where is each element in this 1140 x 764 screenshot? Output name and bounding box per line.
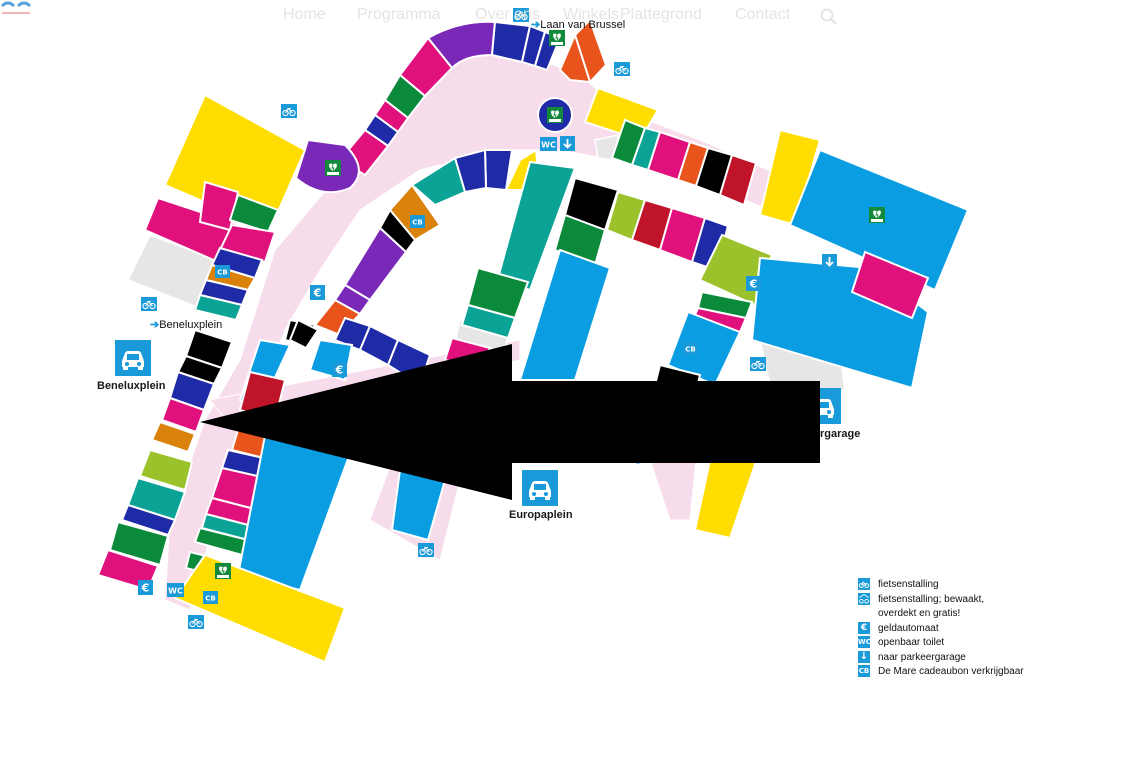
- legend-row: WC openbaar toilet: [858, 636, 1024, 651]
- laan-van-brussel-label[interactable]: ➔Laan van Brussel: [531, 19, 626, 31]
- legend-row: CB De Mare cadeaubon verkrijgbaar: [858, 665, 1024, 680]
- bike-icon: [858, 578, 870, 590]
- nav-item-contact[interactable]: Contact: [735, 6, 791, 23]
- aed-icon: [324, 159, 342, 177]
- cb-icon: [683, 342, 698, 355]
- euro-icon: [332, 362, 347, 377]
- legend-text: overdekt en gratis!: [878, 608, 961, 619]
- legend-row: ↓ naar parkeergarage: [858, 650, 1024, 666]
- nav-item-plattegrond[interactable]: Plattegrond: [620, 6, 702, 23]
- site-logo[interactable]: [0, 0, 40, 24]
- cb-icon: [203, 591, 218, 604]
- legend-row: € geldautomaat: [858, 621, 1024, 637]
- search-icon[interactable]: [820, 8, 838, 26]
- legend-text: De Mare cadeaubon verkrijgbaar: [878, 666, 1024, 677]
- store-blocks: [96, 18, 970, 664]
- nav-item-programma[interactable]: Programma: [357, 6, 441, 23]
- nav-item-winkels[interactable]: Winkels: [563, 6, 620, 23]
- legend-text: geldautomaat: [878, 622, 939, 634]
- legend-row: fietsenstalling; bewaakt,: [858, 592, 1024, 608]
- nav-item-home[interactable]: Home: [283, 6, 326, 23]
- europaplein-parking-label: Europaplein: [509, 509, 573, 521]
- euro-icon: [310, 285, 325, 300]
- pointer-arrow: [200, 344, 820, 500]
- bike-icon: [613, 61, 631, 77]
- euro-icon: [746, 276, 761, 291]
- wc-icon: [167, 583, 184, 597]
- cb-icon: CB: [858, 665, 870, 677]
- down-arrow-icon: ↓: [858, 650, 870, 663]
- map-legend: fietsenstalling fietsenstalling; bewaakt…: [858, 578, 1024, 680]
- euro-icon: [138, 580, 153, 595]
- aed-icon: [214, 562, 232, 580]
- car-parking-icon: [115, 340, 151, 376]
- aed-icon: [868, 206, 886, 224]
- legend-text: naar parkeergarage: [878, 651, 966, 663]
- legend-text: fietsenstalling: [878, 579, 939, 590]
- down-arrow-icon: [559, 135, 576, 152]
- top-navigation: Home Programma Over ons Winkels Plattegr…: [0, 6, 1140, 30]
- bike-icon: [280, 103, 298, 119]
- wc-icon: [540, 137, 557, 151]
- arrow-right-icon: ➔: [531, 19, 541, 31]
- down-arrow-icon: [821, 253, 838, 270]
- wc-icon: WC: [858, 636, 871, 648]
- nav-item-over-ons[interactable]: Over ons: [475, 6, 540, 23]
- cb-icon: [215, 265, 230, 278]
- bike-icon: [749, 356, 767, 372]
- legend-row: overdekt en gratis!: [858, 607, 1024, 622]
- legend-text: openbaar toilet: [878, 637, 945, 648]
- euro-icon: €: [858, 621, 870, 634]
- aed-icon: [548, 29, 566, 47]
- cb-icon: [410, 215, 425, 228]
- covered-bike-icon: [858, 592, 870, 605]
- beneluxplein-parking-label: Beneluxplein: [97, 380, 166, 392]
- parkeergarage-label: rgarage: [820, 428, 861, 440]
- aed-marker-top: [537, 97, 573, 133]
- bike-icon: [417, 542, 435, 558]
- arrow-right-icon: ➔: [150, 319, 160, 331]
- beneluxplein-link-label[interactable]: ➔Beneluxplein: [150, 319, 223, 331]
- car-parking-icon: [522, 470, 558, 506]
- legend-text: fietsenstalling; bewaakt,: [878, 593, 985, 605]
- bike-icon: [140, 296, 158, 312]
- bike-icon: [187, 614, 205, 630]
- legend-row: fietsenstalling: [858, 578, 1024, 593]
